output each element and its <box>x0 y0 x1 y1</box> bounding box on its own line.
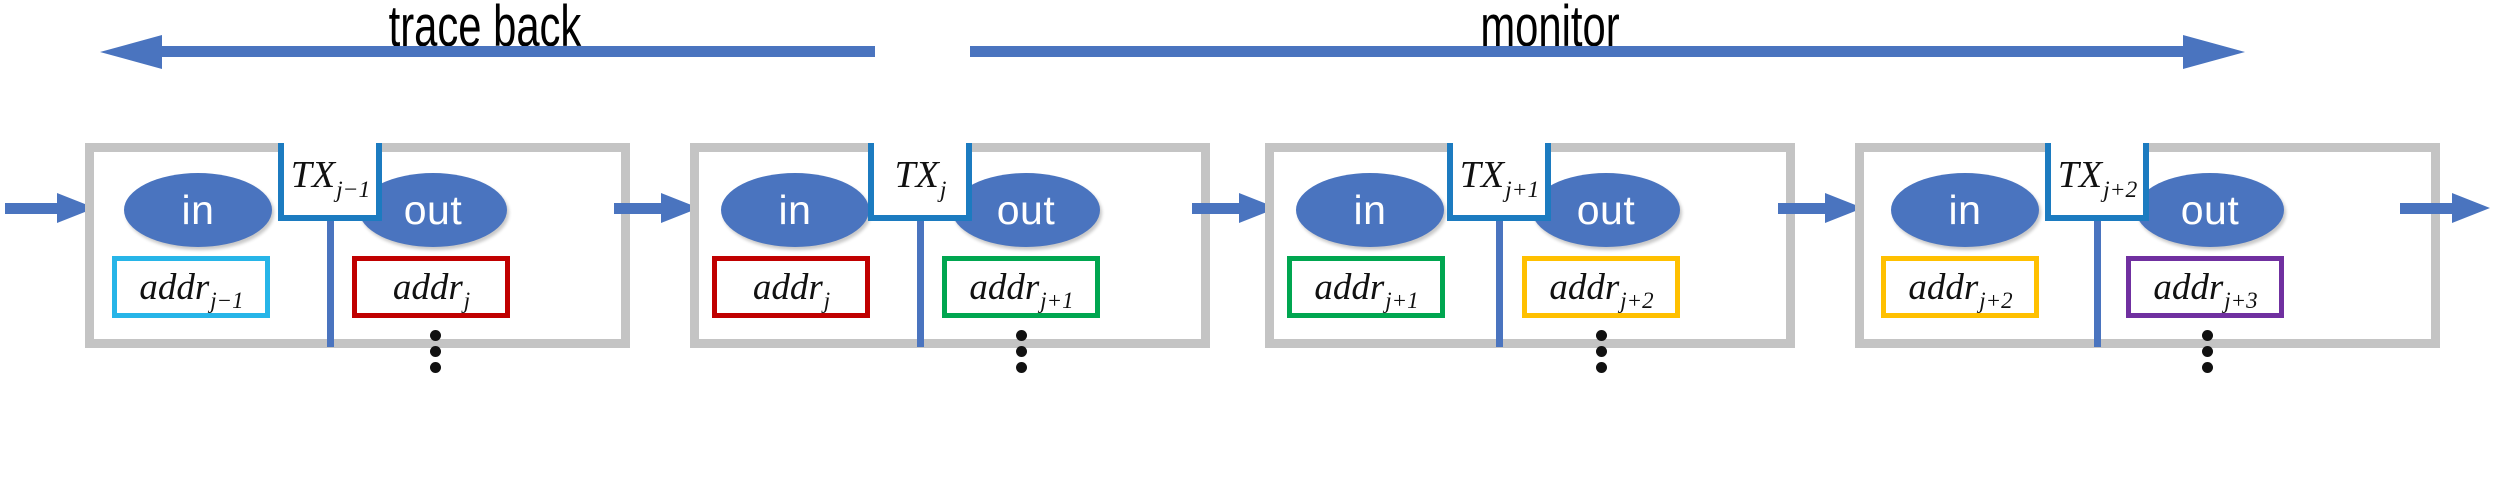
tx-block-4: in out TXj+2 addrj+2 addrj+3 <box>1855 143 2440 373</box>
addr-label-out-2: addrj+1 <box>969 266 1074 313</box>
node-out-label-3: out <box>1576 186 1636 233</box>
vertical-ellipsis-icon-2 <box>1011 330 1031 373</box>
addr-box-in-3: addrj+1 <box>1287 256 1445 318</box>
node-in-3: in <box>1296 173 1444 247</box>
tx-label-1: TXj−1 <box>290 154 371 203</box>
node-in-label-1: in <box>181 186 215 233</box>
addr-label-in-3: addrj+1 <box>1314 266 1419 313</box>
node-out-3: out <box>1532 173 1680 247</box>
node-in-1: in <box>124 173 272 247</box>
vertical-ellipsis-icon-3 <box>1591 330 1611 373</box>
tx-stem-2 <box>917 221 924 347</box>
addr-box-in-1: addrj−1 <box>112 256 270 318</box>
tx-block-3: in out TXj+1 addrj+1 addrj+2 <box>1265 143 1795 373</box>
flow-arrow-2-to-3 <box>1192 193 1277 223</box>
node-out-label-1: out <box>403 186 463 233</box>
addr-label-out-4: addrj+3 <box>2153 266 2258 313</box>
tx-box-1: TXj−1 <box>278 143 382 221</box>
flow-arrow-1-to-2 <box>614 193 699 223</box>
addr-box-in-2: addrj <box>712 256 870 318</box>
addr-box-in-4: addrj+2 <box>1881 256 2039 318</box>
addr-box-out-1: addrj <box>352 256 510 318</box>
node-out-1: out <box>359 173 507 247</box>
node-in-4: in <box>1891 173 2039 247</box>
node-in-label-4: in <box>1948 186 1982 233</box>
addr-label-out-3: addrj+2 <box>1549 266 1654 313</box>
node-in-2: in <box>721 173 869 247</box>
tx-stem-1 <box>327 221 334 347</box>
tx-stem-4 <box>2094 221 2101 347</box>
addr-label-in-1: addrj−1 <box>139 266 244 313</box>
addr-box-out-2: addrj+1 <box>942 256 1100 318</box>
flow-arrow-incoming <box>5 193 95 223</box>
node-out-4: out <box>2136 173 2284 247</box>
node-out-label-2: out <box>996 186 1056 233</box>
flow-arrow-3-to-4 <box>1778 193 1863 223</box>
node-in-label-3: in <box>1353 186 1387 233</box>
addr-label-in-2: addrj <box>752 266 831 313</box>
tx-label-2: TXj <box>894 154 947 203</box>
vertical-ellipsis-icon-1 <box>425 330 445 373</box>
trace-back-arrow <box>100 35 875 69</box>
addr-box-out-4: addrj+3 <box>2126 256 2284 318</box>
monitor-arrow <box>970 35 2245 69</box>
addr-label-in-4: addrj+2 <box>1908 266 2013 313</box>
vertical-ellipsis-icon-4 <box>2197 330 2217 373</box>
tx-box-3: TXj+1 <box>1447 143 1551 221</box>
tx-block-1: in out TXj−1 addrj−1 addrj <box>85 143 630 373</box>
addr-box-out-3: addrj+2 <box>1522 256 1680 318</box>
node-out-label-4: out <box>2180 186 2240 233</box>
tx-box-4: TXj+2 <box>2045 143 2149 221</box>
node-in-label-2: in <box>778 186 812 233</box>
flow-arrow-outgoing <box>2400 193 2490 223</box>
tx-block-2: in out TXj addrj addrj+1 <box>690 143 1210 373</box>
tx-label-3: TXj+1 <box>1459 154 1540 203</box>
tx-stem-3 <box>1496 221 1503 347</box>
node-out-2: out <box>952 173 1100 247</box>
addr-label-out-1: addrj <box>392 266 471 313</box>
tx-label-4: TXj+2 <box>2057 154 2138 203</box>
tx-box-2: TXj <box>868 143 972 221</box>
